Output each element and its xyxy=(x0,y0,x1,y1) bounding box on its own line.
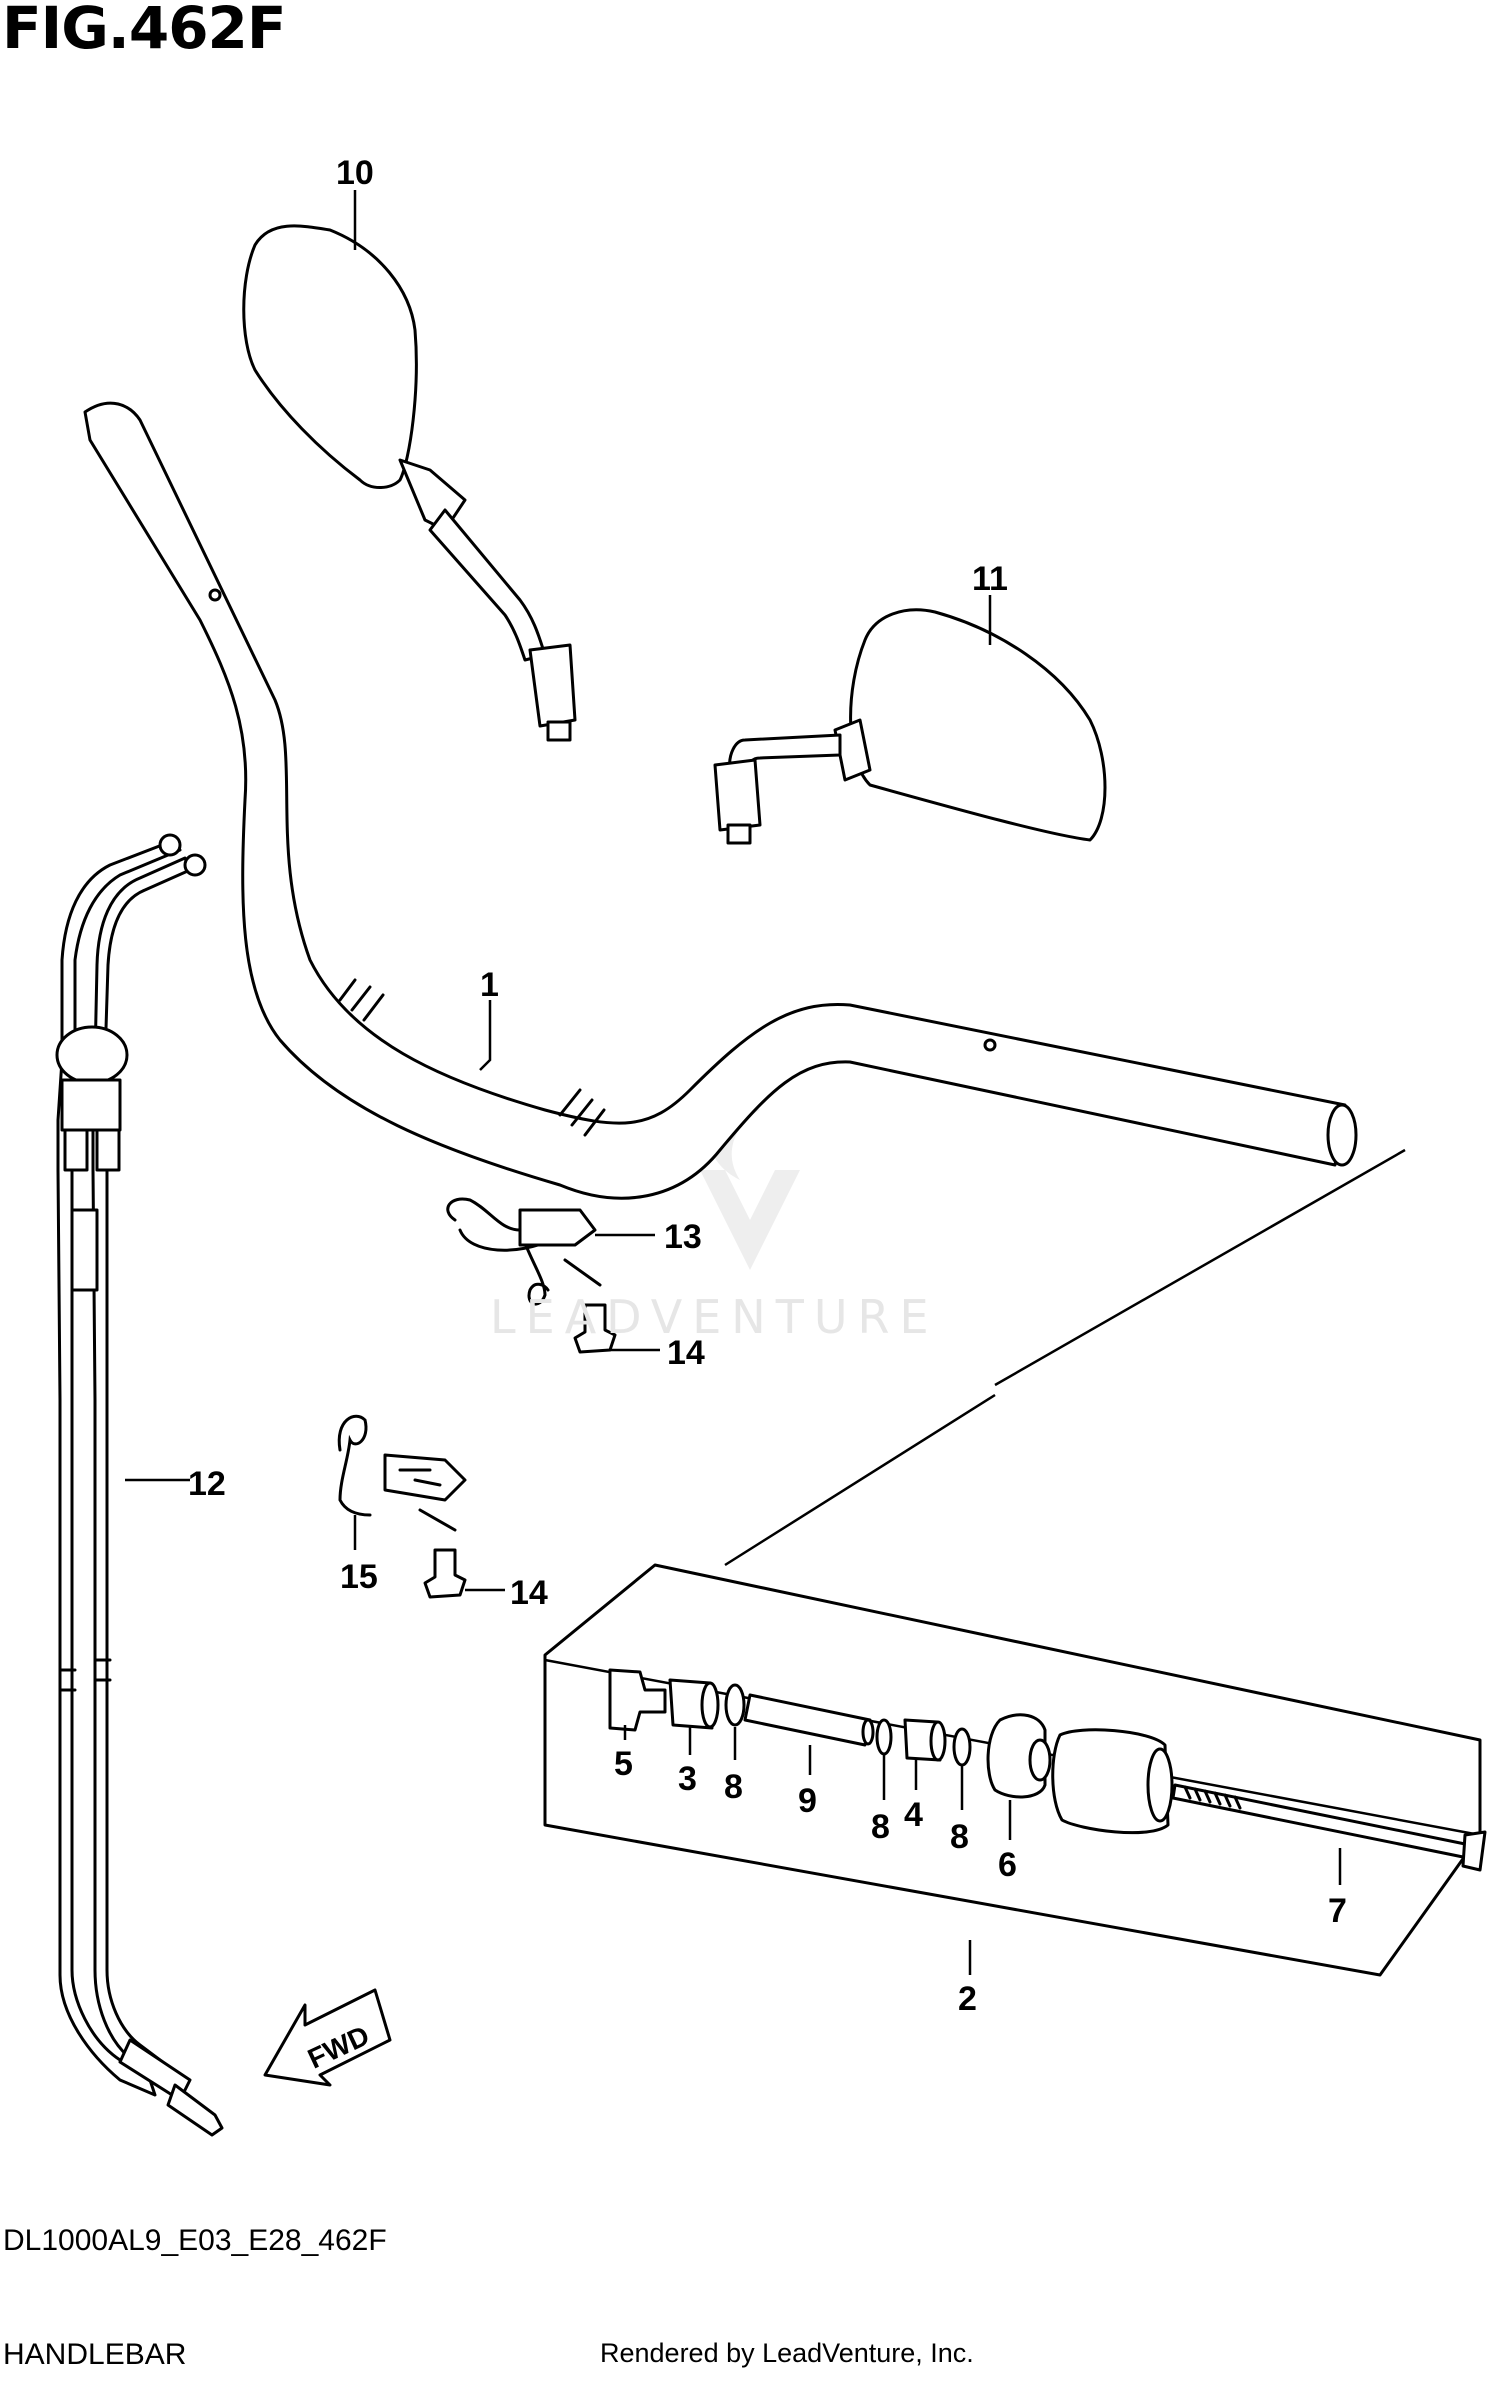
render-credit: Rendered by LeadVenture, Inc. xyxy=(600,2338,974,2368)
callout-1: 1 xyxy=(480,966,499,1004)
fwd-arrow-icon: FWD xyxy=(263,1988,392,2087)
callout-14b: 14 xyxy=(510,1574,548,1612)
callout-13: 13 xyxy=(664,1218,702,1256)
callout-4: 4 xyxy=(904,1796,923,1834)
callout-11: 11 xyxy=(972,560,1008,598)
callout-15: 15 xyxy=(340,1558,378,1596)
callout-3: 3 xyxy=(678,1760,697,1798)
callout-7: 7 xyxy=(1328,1892,1347,1930)
watermark: LEADVENTURE xyxy=(490,1290,939,1344)
callout-8a: 8 xyxy=(724,1768,743,1806)
callout-12: 12 xyxy=(188,1465,226,1503)
cable-guide-15-part xyxy=(337,1414,467,1599)
left-mirror-part xyxy=(242,224,577,742)
throttle-cable-part xyxy=(55,833,224,2137)
section-name: HANDLEBAR xyxy=(3,2338,187,2371)
callout-8b: 8 xyxy=(871,1808,890,1846)
handlebar-part xyxy=(83,401,1358,1200)
callout-9: 9 xyxy=(798,1782,817,1820)
right-mirror-part xyxy=(713,608,1107,845)
callout-2: 2 xyxy=(958,1980,977,2018)
model-code: DL1000AL9_E03_E28_462F xyxy=(3,2224,387,2257)
callout-5: 5 xyxy=(614,1745,633,1783)
bar-end-components xyxy=(608,1668,1487,1872)
callout-6: 6 xyxy=(998,1846,1017,1884)
leader-lines xyxy=(125,190,1342,1975)
callout-8c: 8 xyxy=(950,1818,969,1856)
callout-14a: 14 xyxy=(667,1334,705,1372)
figure-title: FIG.462F xyxy=(2,0,287,62)
callouts: 10 11 1 12 13 14 15 14 5 3 8 9 8 4 8 6 7… xyxy=(188,154,1347,2018)
cable-guide-13-part xyxy=(446,1197,617,1354)
callout-10: 10 xyxy=(336,154,374,192)
